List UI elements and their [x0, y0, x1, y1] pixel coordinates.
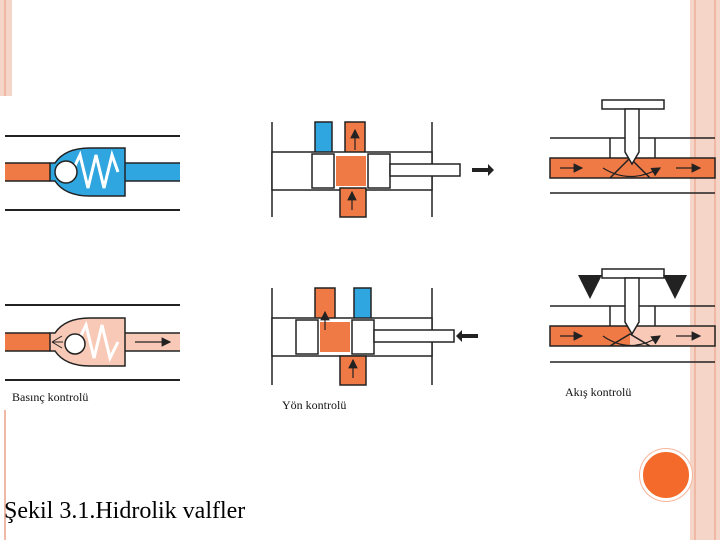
pressure-valve-closed — [5, 135, 180, 211]
pressure-valve-open — [5, 304, 180, 381]
slide-frame-top-inner — [12, 0, 690, 96]
direction-control-label: Yön kontrolü — [282, 398, 347, 412]
slide-frame-bottom — [0, 410, 720, 540]
decorative-circle — [640, 449, 692, 501]
flow-valve-1 — [549, 99, 716, 194]
frame-line — [694, 410, 696, 540]
flow-valve-2 — [549, 268, 716, 363]
frame-line — [694, 0, 696, 540]
flow-control-label: Akış kontrolü — [565, 385, 632, 399]
frame-line — [714, 0, 716, 540]
figure-caption: Şekil 3.1.Hidrolik valfler — [4, 498, 246, 524]
frame-line — [4, 410, 6, 540]
direction-valve-2 — [271, 287, 478, 386]
frame-line — [4, 0, 6, 96]
direction-valve-1 — [271, 121, 494, 218]
pressure-control-label: Basınç kontrolü — [12, 390, 89, 404]
frame-line — [714, 410, 716, 540]
